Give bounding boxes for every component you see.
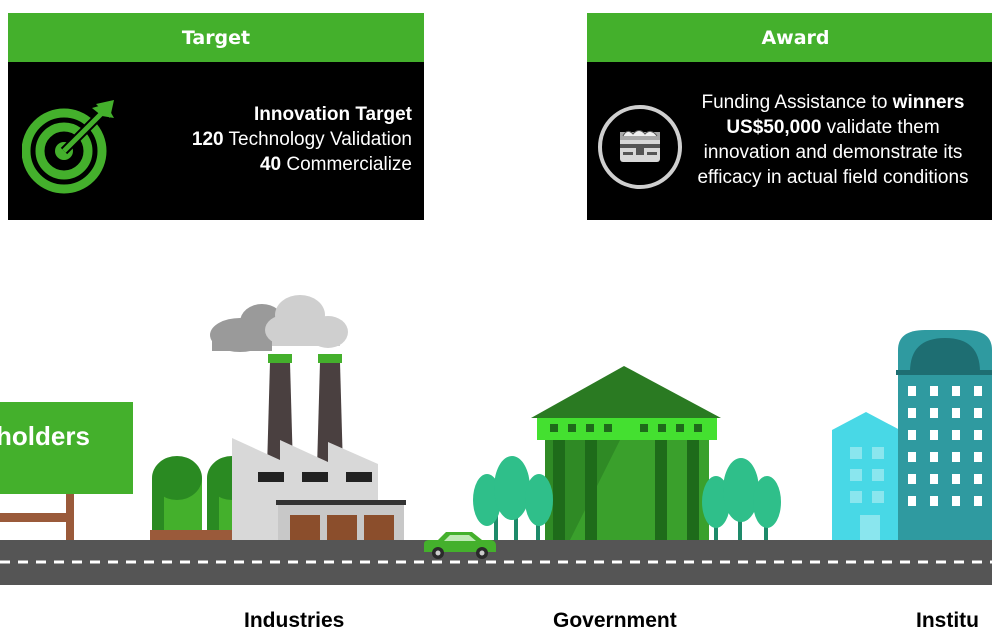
award-line-1: Funding Assistance to winners: [673, 90, 992, 115]
technology-validation-line: 120 Technology Validation: [192, 127, 412, 152]
award-card-body: Funding Assistance to winners US$50,000 …: [587, 62, 992, 220]
industries-label: Industries: [244, 609, 345, 632]
award-card: Award Funding Assistance to winners US$5…: [587, 13, 992, 220]
commercialize-count: 40: [259, 154, 282, 175]
winners-text: winners: [892, 92, 965, 113]
car-icon: [424, 532, 496, 559]
award-line-4: efficacy in actual field conditions: [697, 167, 969, 188]
award-line-3: innovation and demonstrate its: [703, 142, 963, 163]
target-icon: [22, 100, 114, 194]
government-building: [531, 366, 721, 540]
institution-buildings: [832, 330, 992, 540]
target-text: Innovation Target 120 Technology Validat…: [192, 102, 412, 177]
treasure-chest-icon: [598, 105, 682, 189]
sign-label: holders: [0, 421, 90, 451]
innovation-target-title: Innovation Target: [254, 104, 412, 125]
award-line-2: US$50,000 validate them: [673, 115, 992, 140]
target-card-body: Innovation Target 120 Technology Validat…: [8, 62, 424, 220]
stakeholders-sign: [0, 402, 133, 544]
award-line-1-prefix: Funding Assistance to: [701, 92, 893, 113]
smoke-cloud: [210, 295, 348, 352]
award-text: Funding Assistance to winners US$50,000 …: [673, 90, 992, 190]
trees-right: [702, 458, 781, 540]
government-label: Government: [553, 609, 677, 632]
target-card-header: Target: [8, 13, 424, 62]
factory: [150, 354, 406, 540]
technology-validation-label: Technology Validation: [223, 129, 412, 150]
target-card: Target Innovation Target 120 Technology …: [8, 13, 424, 220]
institutions-label: Institu: [916, 609, 979, 632]
award-line-2-text: validate them: [821, 117, 940, 138]
commercialize-label: Commercialize: [281, 154, 412, 175]
technology-validation-count: 120: [191, 129, 224, 150]
award-card-header: Award: [587, 13, 992, 62]
commercialize-line: 40 Commercialize: [192, 152, 412, 177]
award-amount: US$50,000: [726, 117, 822, 138]
trees-left: [473, 456, 553, 540]
